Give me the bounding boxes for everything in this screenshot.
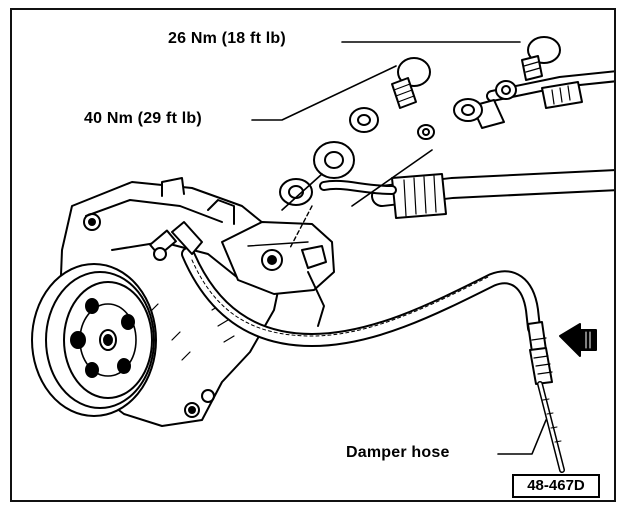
leader-lines xyxy=(251,41,547,455)
return-hose-lower xyxy=(319,169,614,219)
banjo-bolt-lower xyxy=(391,57,431,109)
diagram-frame: 26 Nm (18 ft lb) 40 Nm (29 ft lb) Damper… xyxy=(10,8,616,502)
pulley xyxy=(31,263,157,417)
torque-label-upper: 26 Nm (18 ft lb) xyxy=(168,30,286,47)
pointer-arrow xyxy=(559,323,597,357)
reservoir-housing xyxy=(221,221,335,327)
figure-id-box: 48-467D xyxy=(512,474,600,498)
banjo-fitting xyxy=(279,107,379,249)
power-steering-pump-illustration xyxy=(31,36,614,473)
torque-label-lower: 40 Nm (29 ft lb) xyxy=(84,110,202,127)
return-hose-upper xyxy=(417,70,614,140)
pressure-hose xyxy=(149,221,541,347)
damper-hose-label: Damper hose xyxy=(346,444,450,461)
damper-hose-assembly xyxy=(527,321,565,473)
banjo-bolt-upper xyxy=(495,36,561,100)
